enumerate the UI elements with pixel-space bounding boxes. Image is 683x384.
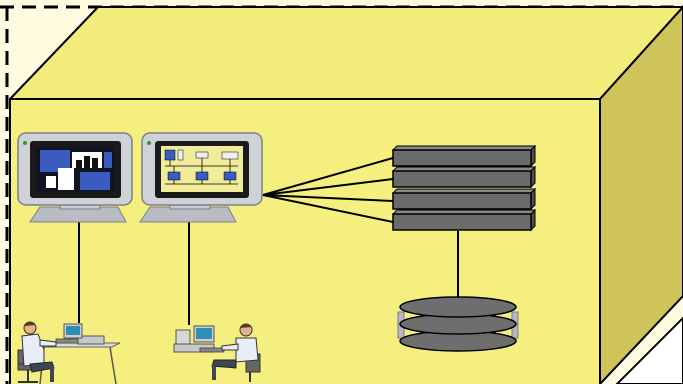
monitor-right-icon: [139, 132, 263, 223]
monitor-left-led: [23, 141, 27, 145]
server-unit-3: [391, 187, 537, 211]
monitor-right-led: [147, 141, 151, 145]
server-link-3: [262, 194, 394, 202]
box-top-face: [9, 6, 683, 100]
server-unit-2: [391, 165, 537, 189]
server-link-4: [262, 194, 394, 223]
monitor-right-screen-content: [161, 146, 243, 192]
operator-left-icon: [17, 321, 121, 384]
server-link-1: [262, 157, 394, 196]
server-stack-icon: [391, 144, 537, 232]
monitor-left-icon: [17, 132, 133, 223]
monitor-left-screen-content: [36, 147, 114, 192]
server-unit-4: [391, 208, 537, 232]
connection-lines: [78, 157, 459, 325]
server-unit-1: [391, 144, 537, 168]
operator-right-icon: [173, 323, 261, 382]
disk-platter-1: [399, 296, 517, 318]
server-link-2: [262, 178, 394, 196]
disk-storage-icon: [397, 296, 519, 352]
box-corner-cutout: [615, 316, 683, 384]
